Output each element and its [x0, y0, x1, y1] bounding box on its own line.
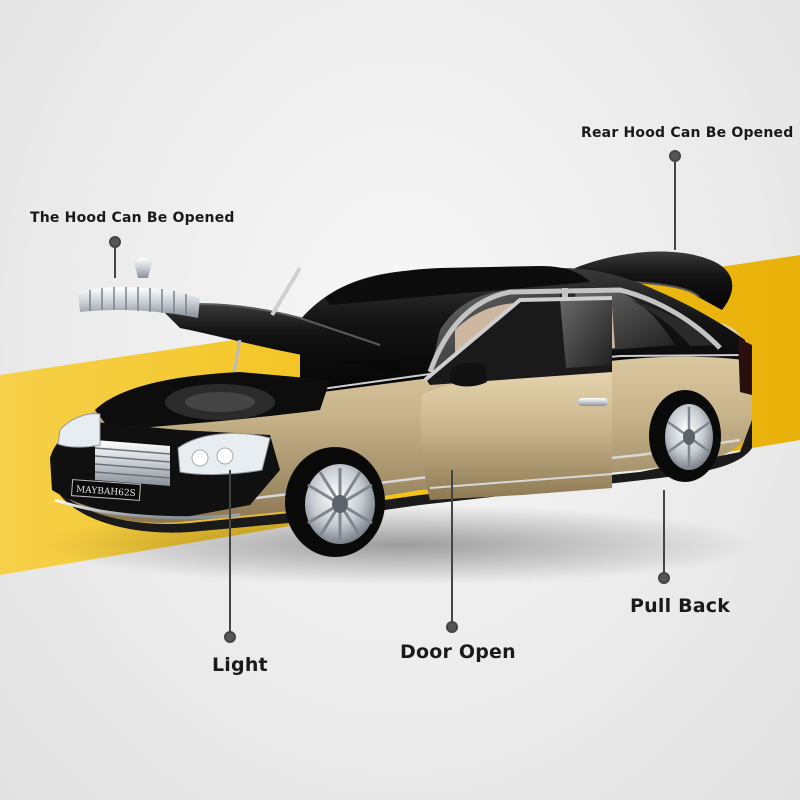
open-front-hood [78, 257, 400, 396]
front-wheel [285, 447, 385, 557]
left-headlight [57, 413, 101, 448]
rear-wheel [649, 390, 721, 482]
open-front-door [420, 296, 613, 500]
light-callout-label: Light [212, 654, 268, 676]
callout-leaders [109, 150, 681, 643]
hood-callout-label: The Hood Can Be Opened [30, 210, 235, 226]
tail-light [738, 338, 752, 395]
engine-bay [95, 372, 330, 430]
pull-back-callout-label: Pull Back [630, 595, 731, 617]
rear-hood-callout-label: Rear Hood Can Be Opened [581, 125, 794, 141]
door-callout-label: Door Open [400, 641, 516, 663]
front-fascia: MAYBAH62S [50, 413, 280, 520]
license-plate-text: MAYBAH62S [76, 485, 136, 499]
